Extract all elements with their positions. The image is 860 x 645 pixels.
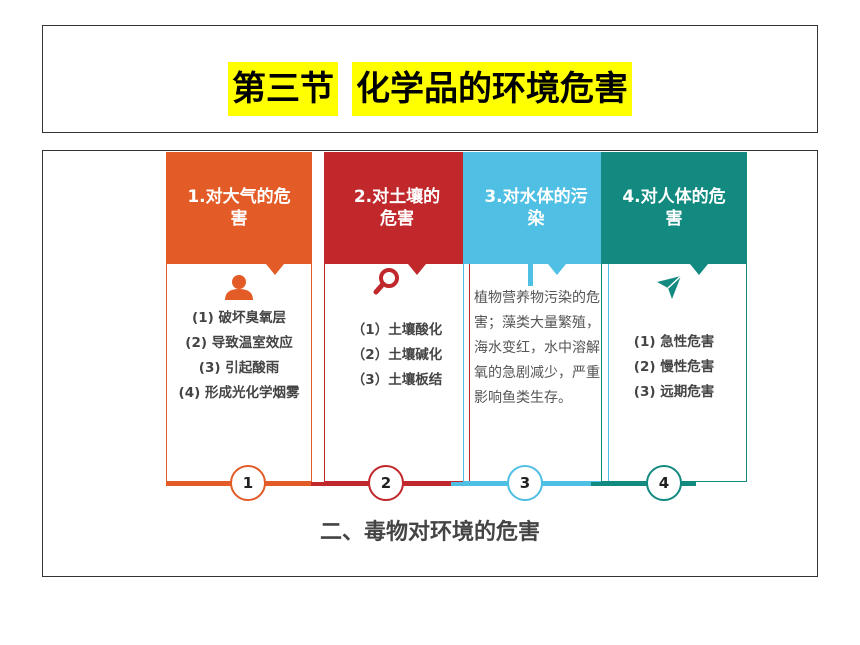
card-body: (1) 破坏臭氧层 (2) 导致温室效应 (3) 引起酸雨 (4) 形成光化学烟…	[166, 264, 312, 482]
step-circle-1: 1	[230, 465, 266, 501]
section-subtitle: 二、毒物对环境的危害	[319, 520, 540, 545]
list-item: (1) 破坏臭氧层	[192, 310, 286, 326]
search-icon	[373, 268, 399, 295]
title-part-1: 第三节	[228, 62, 338, 116]
card-items: （1）土壤酸化 （2）土壤碱化 （3）土壤板结	[325, 318, 469, 393]
card-notch	[548, 264, 566, 275]
card-notch	[690, 264, 708, 275]
bar-icon	[528, 264, 533, 286]
card-heading: 4.对人体的危害	[601, 152, 747, 264]
card-body: 植物营养物污染的危害；藻类大量繁殖，海水变红，水中溶解氧的急剧减少，严重影响鱼类…	[463, 264, 609, 482]
title-frame: 第三节 化学品的环境危害	[42, 25, 818, 133]
step-circle-2: 2	[368, 465, 404, 501]
title-row: 第三节 化学品的环境危害	[43, 62, 817, 116]
user-icon	[225, 275, 253, 300]
list-item: (4) 形成光化学烟雾	[178, 385, 300, 401]
card-description: 植物营养物污染的危害；藻类大量繁殖，海水变红，水中溶解氧的急剧减少，严重影响鱼类…	[474, 290, 600, 406]
card-notch	[266, 264, 284, 275]
list-item: (2) 导致温室效应	[185, 335, 293, 351]
card-soil: 2.对土壤的危害 （1）土壤酸化 （2）土壤碱化 （3）土壤板结	[324, 152, 470, 482]
list-item: (3) 引起酸雨	[198, 360, 280, 376]
card-human: 4.对人体的危害 (1) 急性危害 (2) 慢性危害 (3) 远期危害	[601, 152, 747, 482]
step-circle-3: 3	[507, 465, 543, 501]
card-items: (1) 破坏臭氧层 (2) 导致温室效应 (3) 引起酸雨 (4) 形成光化学烟…	[167, 306, 311, 406]
list-item: （2）土壤碱化	[351, 347, 443, 363]
list-item: （3）土壤板结	[351, 372, 443, 388]
card-heading: 2.对土壤的危害	[324, 152, 470, 264]
card-body: （1）土壤酸化 （2）土壤碱化 （3）土壤板结	[324, 264, 470, 482]
card-notch	[408, 264, 426, 275]
list-item: （1）土壤酸化	[351, 322, 443, 338]
card-body: (1) 急性危害 (2) 慢性危害 (3) 远期危害	[601, 264, 747, 482]
card-heading: 3.对水体的污染	[463, 152, 609, 264]
step-circle-4: 4	[646, 465, 682, 501]
list-item: (3) 远期危害	[633, 384, 715, 400]
card-water: 3.对水体的污染 植物营养物污染的危害；藻类大量繁殖，海水变红，水中溶解氧的急剧…	[463, 152, 609, 482]
card-air: 1.对大气的危害 (1) 破坏臭氧层 (2) 导致温室效应 (3) 引起酸雨 (…	[166, 152, 312, 482]
title-part-2: 化学品的环境危害	[352, 62, 632, 116]
paper-plane-icon	[657, 275, 682, 299]
list-item: (1) 急性危害	[633, 334, 715, 350]
list-item: (2) 慢性危害	[633, 359, 715, 375]
card-items: (1) 急性危害 (2) 慢性危害 (3) 远期危害	[602, 330, 746, 405]
card-heading: 1.对大气的危害	[166, 152, 312, 264]
